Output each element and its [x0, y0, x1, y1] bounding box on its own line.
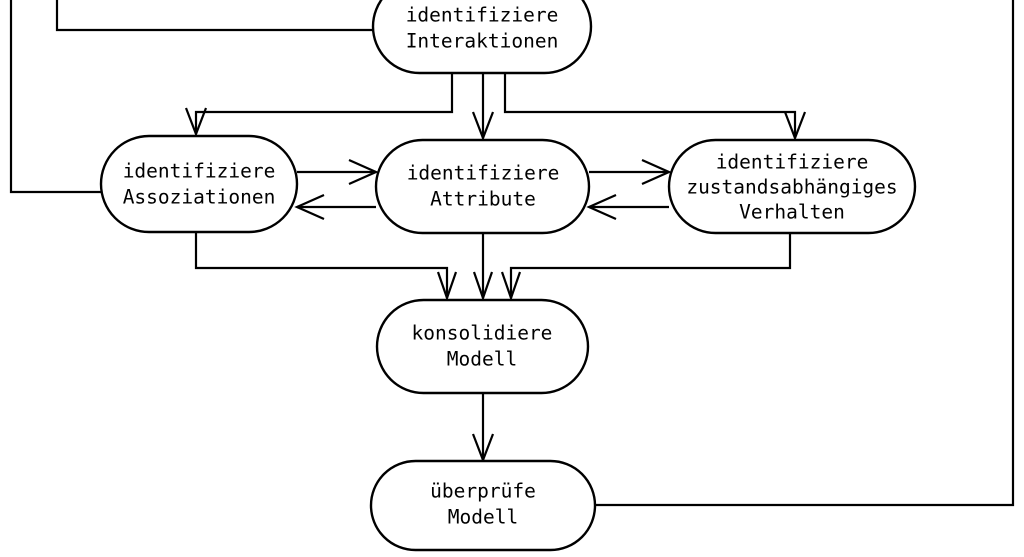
edge-layer: [9, 0, 1015, 507]
edge-assoziationen-feedback-left: [9, 0, 101, 194]
node-identifiziere-assoziationen[interactable]: identifiziere Assoziationen: [99, 134, 299, 234]
edge-interaktionen-to-assoziationen: [194, 72, 454, 134]
edge-verhalten-to-konsolidiere: [509, 233, 792, 298]
arrowhead-assoziationen-to-konsolidiere: [436, 271, 458, 302]
node-shape-ueberpruefe: [369, 459, 597, 552]
node-shape-konsolidiere: [375, 298, 590, 395]
arrowhead-attribute-to-konsolidiere: [472, 271, 494, 302]
node-shape-assoziationen: [99, 134, 299, 234]
arrowhead-attribute-to-assoziationen: [294, 193, 325, 221]
node-label-attribute-line1: identifiziere: [407, 162, 560, 185]
edge-ueberpruefe-feedback-right: [595, 0, 1015, 507]
edge-interaktionen-to-verhalten: [503, 72, 797, 138]
arrowhead-interaktionen-to-assoziationen: [184, 107, 208, 138]
node-identifiziere-attribute[interactable]: identifiziere Attribute: [374, 138, 591, 235]
node-konsolidiere-modell[interactable]: konsolidiere Modell: [375, 298, 590, 395]
node-label-assoziationen-line2: Assoziationen: [123, 186, 276, 209]
edge-assoziationen-to-konsolidiere: [194, 233, 449, 298]
node-ueberpruefe-modell[interactable]: überprüfe Modell: [369, 459, 597, 552]
node-label-verhalten-line3: Verhalten: [739, 201, 845, 224]
arrowhead-verhalten-to-konsolidiere: [500, 271, 522, 302]
node-layer: identifiziere Interaktionen identifizier…: [99, 0, 917, 552]
node-label-interaktionen-line2: Interaktionen: [406, 30, 559, 53]
node-label-ueberpruefe-line2: Modell: [448, 506, 518, 529]
node-label-konsolidiere-line1: konsolidiere: [412, 322, 553, 345]
arrowhead-interaktionen-to-verhalten: [783, 111, 807, 142]
arrowhead-verhalten-to-attribute: [586, 193, 617, 221]
node-label-attribute-line2: Attribute: [430, 188, 536, 211]
node-identifiziere-zustandsabhaengiges-verhalten[interactable]: identifiziere zustandsabhängiges Verhalt…: [667, 138, 917, 235]
arrowhead-assoziationen-to-attribute: [348, 158, 379, 186]
node-label-konsolidiere-line2: Modell: [447, 348, 517, 371]
node-label-ueberpruefe-line1: überprüfe: [430, 480, 536, 503]
node-label-verhalten-line2: zustandsabhängiges: [686, 176, 897, 199]
node-label-verhalten-line1: identifiziere: [716, 151, 869, 174]
node-shape-attribute: [374, 138, 591, 235]
arrowhead-interaktionen-to-attribute: [471, 111, 495, 142]
node-label-assoziationen-line1: identifiziere: [123, 160, 276, 183]
node-label-interaktionen-line1: identifiziere: [406, 4, 559, 27]
node-shape-interaktionen: [371, 0, 593, 75]
node-shape-verhalten: [667, 138, 917, 235]
arrowhead-attribute-to-verhalten: [641, 158, 672, 186]
node-identifiziere-interaktionen[interactable]: identifiziere Interaktionen: [371, 0, 593, 75]
edge-interaktionen-feedback-left: [55, 0, 373, 32]
